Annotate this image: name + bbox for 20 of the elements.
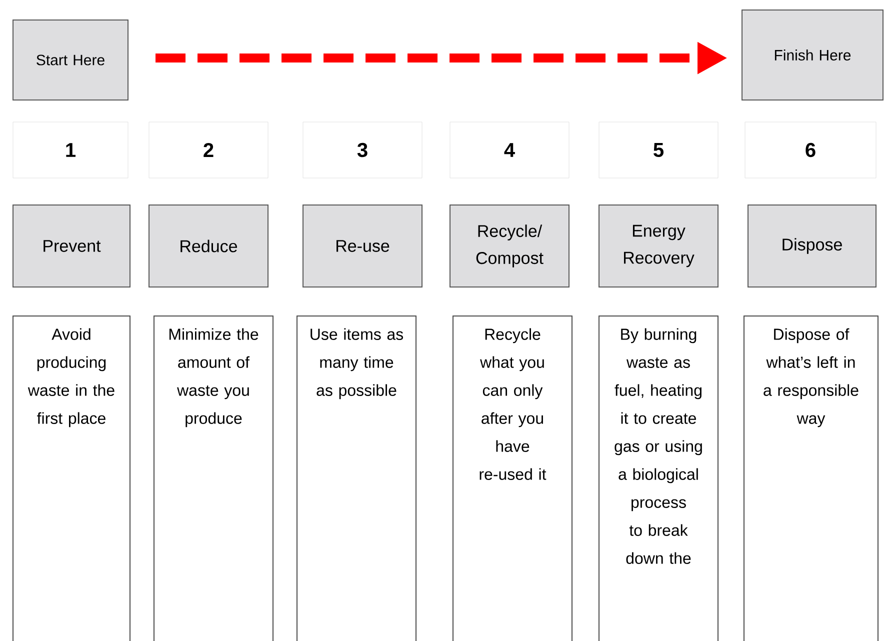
description-box: Minimize the amount of waste you produce bbox=[154, 316, 274, 641]
number-box: 6 bbox=[744, 122, 876, 178]
stage-box: Re-use bbox=[302, 204, 422, 288]
number-box: 3 bbox=[302, 122, 422, 178]
number-box: 5 bbox=[598, 122, 718, 178]
step-box: Finish Here bbox=[742, 10, 884, 100]
number-box: 2 bbox=[148, 122, 268, 178]
description-box: Recycle what you can only after you have re-used it bbox=[452, 316, 572, 641]
number-box: 4 bbox=[450, 122, 570, 178]
description-box: Avoid producing waste in the first place bbox=[12, 316, 130, 641]
stage-box: Recycle/ Compost bbox=[450, 204, 570, 288]
stage-box: Prevent bbox=[12, 204, 130, 288]
description-box: Dispose of what’s left in a responsible way bbox=[744, 316, 878, 641]
stage-box: Energy Recovery bbox=[598, 204, 718, 288]
stage-box: Dispose bbox=[748, 204, 876, 288]
description-box: Use items as many time as possible bbox=[296, 316, 416, 641]
step-box: Start Here bbox=[12, 20, 128, 100]
stage-box: Reduce bbox=[148, 204, 268, 288]
description-box: By burning waste as fuel, heating it to create gas or using a biological process to break down the bbox=[598, 316, 718, 641]
number-box: 1 bbox=[12, 122, 128, 178]
